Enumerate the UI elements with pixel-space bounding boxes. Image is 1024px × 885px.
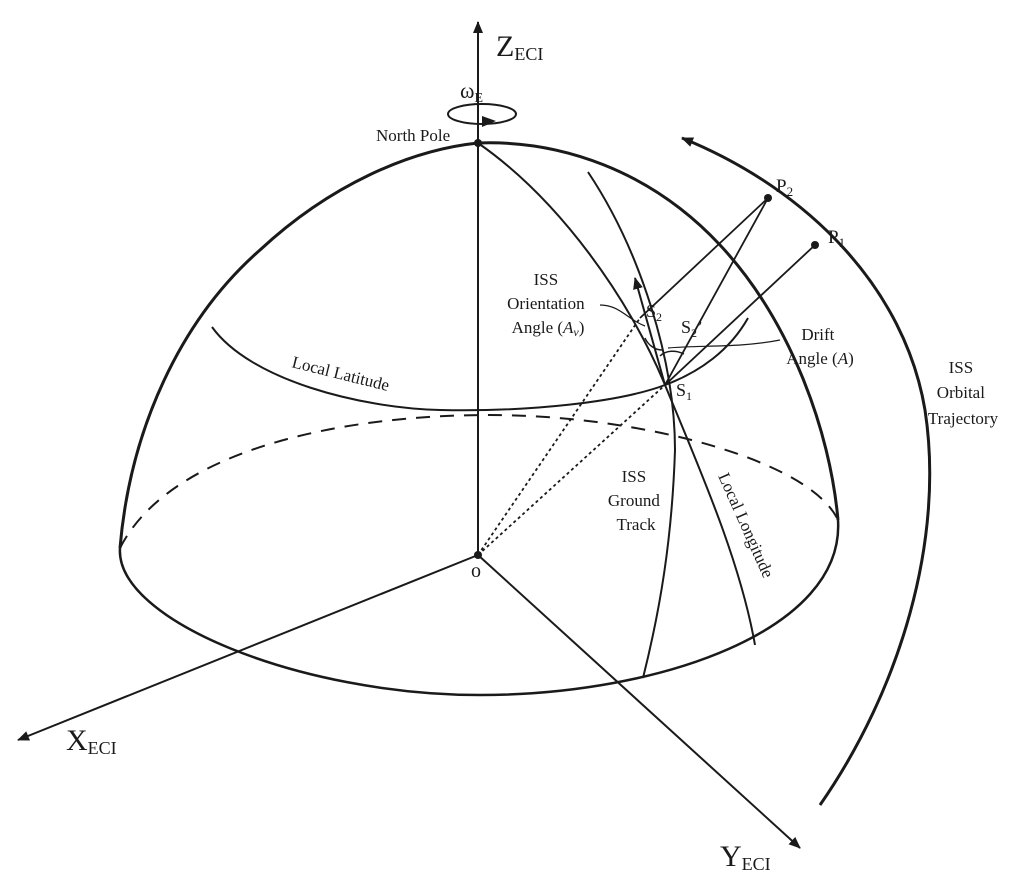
omega-label: ωE	[460, 78, 483, 106]
p1-point	[811, 241, 819, 249]
ground-track-line	[587, 171, 677, 679]
drift-angle-label: Drift Angle (A)	[786, 325, 854, 368]
p1-label: P1	[828, 227, 845, 250]
origin-point	[474, 551, 482, 559]
origin-label: o	[471, 560, 481, 582]
orbital-trajectory-label: ISS Orbital Trajectory	[928, 358, 999, 428]
s2-prime-label: S2’	[681, 317, 703, 340]
meridian-line	[477, 142, 666, 386]
base-ellipse-front	[118, 519, 840, 697]
s1-to-p1-line	[664, 244, 816, 386]
local-latitude-label: Local Latitude	[290, 352, 391, 395]
local-latitude-arc	[211, 317, 749, 412]
base-ellipse-back	[119, 413, 839, 549]
drift-leader	[667, 339, 781, 349]
iss-velocity-arrow	[633, 277, 666, 386]
north-pole-point	[474, 139, 482, 147]
y-axis	[477, 554, 801, 849]
s2-to-p2-line	[639, 197, 769, 319]
origin-to-s1-dotted	[477, 384, 666, 556]
s1-label: S1	[676, 380, 692, 403]
orbital-trajectory-arc	[681, 136, 932, 806]
y-axis-label: YECI	[720, 840, 771, 874]
x-axis	[17, 554, 479, 741]
local-longitude-line	[664, 384, 756, 646]
p2-label: P2	[776, 176, 793, 199]
p2-point	[764, 194, 772, 202]
orientation-angle-arc	[644, 337, 663, 351]
drift-angle-arc	[659, 350, 685, 357]
rotation-arrowhead	[482, 116, 496, 127]
north-pole-label: North Pole	[376, 126, 450, 145]
local-longitude-label: Local Longitude	[714, 470, 777, 581]
s2-label: S2	[646, 301, 662, 324]
x-axis-label: XECI	[66, 724, 117, 758]
orientation-leader	[599, 304, 646, 327]
z-axis-label: ZECI	[496, 30, 543, 64]
orientation-angle-label: ISS Orientation Angle (Av)	[507, 270, 589, 339]
ground-track-label: ISS Ground Track	[608, 467, 664, 534]
